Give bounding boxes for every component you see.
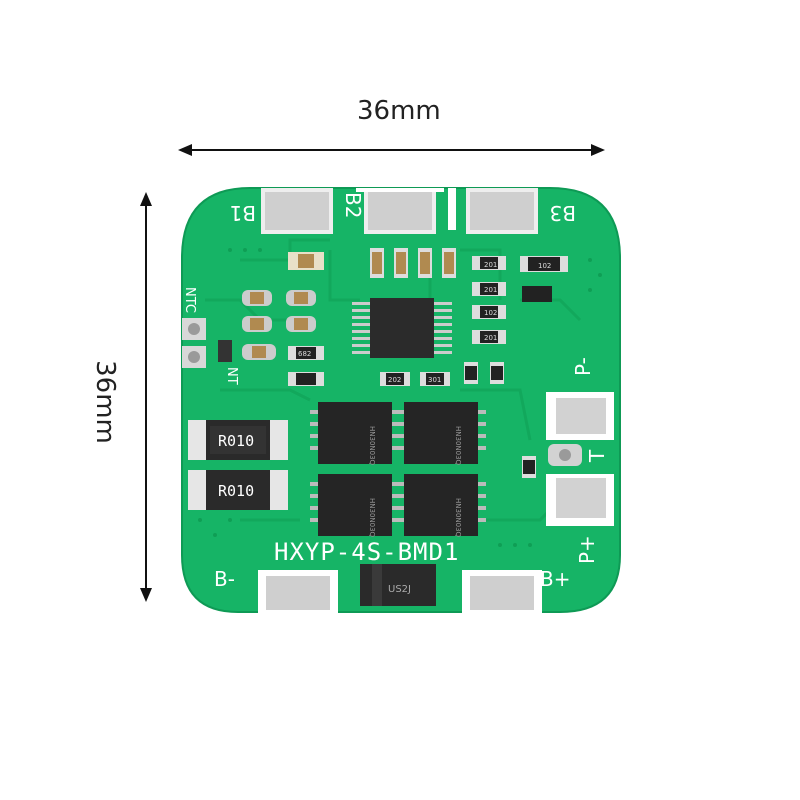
pad-b-minus-label: B- (214, 567, 235, 591)
svg-text:102: 102 (538, 262, 551, 270)
board-model-label: HXYP-4S-BMD1 (274, 538, 459, 566)
pad-b2-label: B2 (341, 192, 365, 218)
svg-text:201: 201 (484, 261, 497, 269)
diode-label: US2J (388, 584, 411, 595)
width-dimension-label: 36mm (357, 96, 441, 126)
pad-b1 (261, 188, 333, 234)
svg-text:HN30N03Q: HN30N03Q (368, 426, 376, 466)
pad-b-plus-label: B+ (540, 567, 570, 591)
svg-text:301: 301 (428, 376, 441, 384)
pad-t-label: T (585, 449, 609, 463)
svg-text:HN30N03Q: HN30N03Q (454, 426, 462, 466)
smd-components (218, 248, 568, 478)
mosfet-labels: HN30N03Q HN30N03Q HN30N03Q HN30N03Q (368, 426, 462, 538)
svg-text:201: 201 (484, 286, 497, 294)
sense-resistor-1 (188, 420, 288, 460)
nt-label: NT (224, 367, 239, 385)
svg-text:102: 102 (484, 309, 497, 317)
via-dots (198, 248, 602, 547)
svg-text:HN30N03Q: HN30N03Q (368, 498, 376, 538)
ntc-label: NTC (182, 287, 197, 313)
svg-text:682: 682 (298, 350, 311, 358)
mosfet-array (310, 402, 486, 536)
pad-b2 (364, 188, 436, 234)
pad-b3-label: B3 (550, 201, 576, 225)
pad-p-minus-label: P- (571, 357, 595, 376)
svg-text:201: 201 (484, 334, 497, 342)
height-dimension-arrow (140, 192, 152, 602)
pad-b3 (466, 188, 538, 234)
smd-code-labels: 102 201 201 102 201 682 202 301 (298, 261, 551, 384)
controller-ic (352, 298, 452, 358)
sense-resistor-2-label: R010 (218, 482, 254, 500)
width-dimension-arrow (178, 144, 605, 156)
pad-p-plus-label: P+ (575, 535, 599, 564)
sense-resistor-1-label: R010 (218, 432, 254, 450)
svg-text:HN30N03Q: HN30N03Q (454, 498, 462, 538)
pad-b1-label: B1 (230, 201, 256, 225)
sense-resistor-2 (188, 470, 288, 510)
svg-text:202: 202 (388, 376, 401, 384)
